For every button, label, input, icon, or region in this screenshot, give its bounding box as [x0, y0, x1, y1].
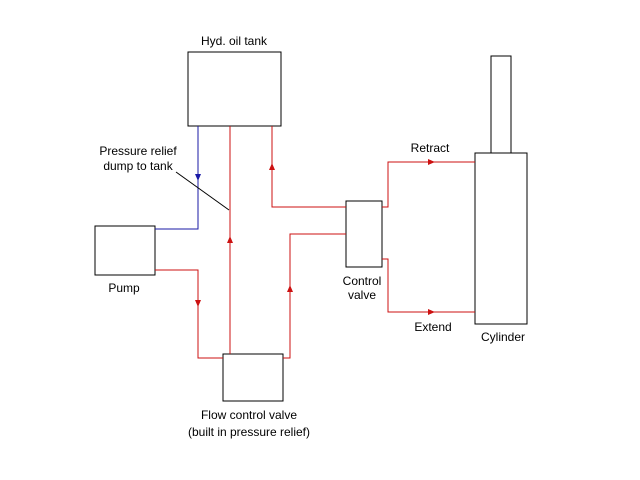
tank-label: Hyd. oil tank — [201, 34, 268, 48]
relief-leader-line — [175, 171, 230, 211]
flow-valve-label-line1: Flow control valve — [201, 408, 297, 422]
extend-line — [382, 258, 475, 313]
return-line-control-valve-to-tank — [271, 126, 346, 208]
pressure-line-pump-to-flow-valve — [155, 269, 223, 359]
arrow-relief-up — [227, 236, 233, 243]
arrow-return-down — [195, 174, 201, 181]
flow-valve-label-line2: (built in pressure relief) — [188, 425, 310, 439]
arrow-tank-return-up — [269, 163, 275, 170]
hydraulic-oil-tank — [187, 51, 282, 127]
retract-line — [382, 161, 475, 208]
return-line-tank-to-pump — [155, 126, 199, 230]
pressure-line-flow-valve-to-control-valve — [283, 233, 346, 359]
relief-label-line1: Pressure relief — [99, 144, 177, 158]
cylinder-rod — [490, 55, 512, 154]
pump — [94, 225, 156, 276]
cylinder-label: Cylinder — [481, 330, 525, 344]
arrow-supply-up — [287, 285, 293, 292]
control-valve-label-line1: Control — [343, 274, 382, 288]
cylinder-body — [474, 152, 528, 325]
control-valve-label-line2: valve — [348, 288, 376, 302]
extend-label: Extend — [414, 320, 451, 334]
arrow-extend — [428, 309, 435, 315]
arrow-pump-line-down — [195, 300, 201, 307]
pump-label: Pump — [108, 281, 140, 295]
flow-control-valve — [222, 353, 284, 402]
retract-label: Retract — [411, 141, 450, 155]
control-valve — [345, 200, 383, 268]
arrow-retract — [428, 159, 435, 165]
relief-label-line2: dump to tank — [103, 159, 173, 173]
